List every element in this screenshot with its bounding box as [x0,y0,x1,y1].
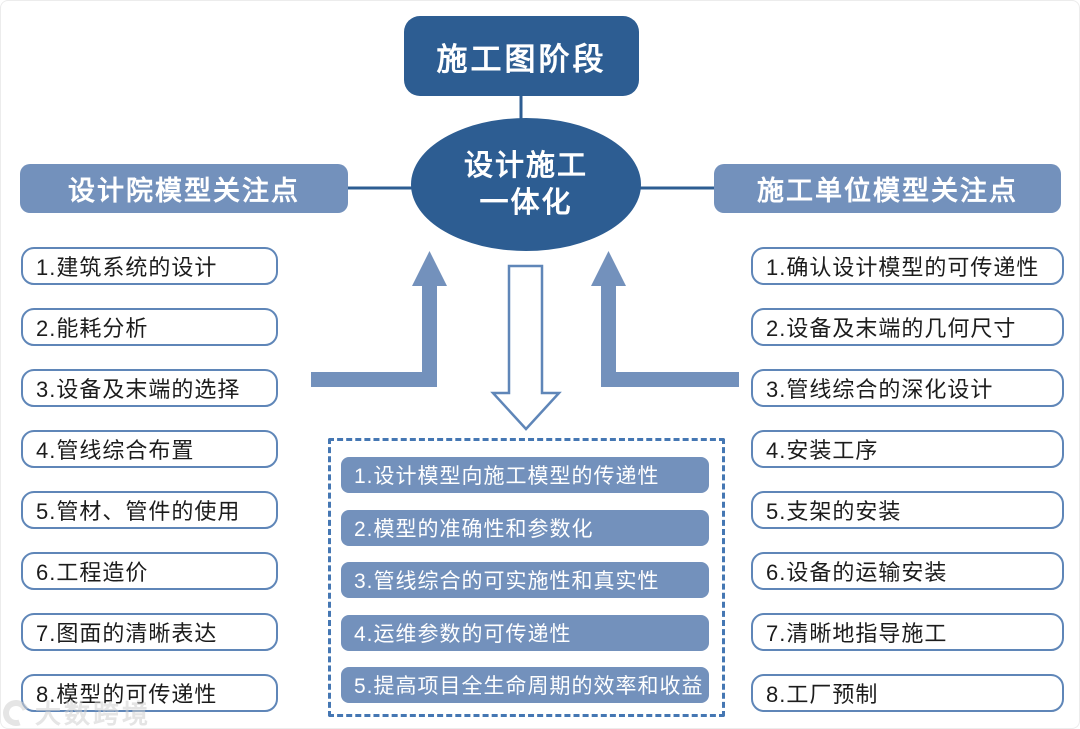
integration-hub-ellipse: 设计施工 一体化 [411,118,641,251]
list-item: 5.支架的安装 [751,491,1064,529]
list-item: 2.能耗分析 [21,308,278,346]
integration-point: 2.模型的准确性和参数化 [341,510,709,546]
list-item-label: 7.图面的清晰表达 [36,621,218,646]
list-item: 7.清晰地指导施工 [751,613,1064,651]
list-item: 1.建筑系统的设计 [21,247,278,285]
up-arrow-icon [591,251,739,387]
list-item: 7.图面的清晰表达 [21,613,278,651]
list-item-label: 8.模型的可传递性 [36,682,218,707]
integration-point-label: 1.设计模型向施工模型的传递性 [354,465,660,488]
list-item: 3.设备及末端的选择 [21,369,278,407]
up-arrow-icon [311,251,447,387]
integration-point: 5.提高项目全生命周期的效率和收益 [341,667,709,703]
right-panel-header-label: 施工单位模型关注点 [757,176,1018,206]
list-item-label: 6.工程造价 [36,560,149,585]
left-panel-header: 设计院模型关注点 [20,164,348,213]
stage-box: 施工图阶段 [404,16,639,96]
list-item-label: 2.能耗分析 [36,316,149,341]
list-item: 4.管线综合布置 [21,430,278,468]
integration-points-box [328,438,725,717]
hub-label-line2: 一体化 [479,186,573,219]
integration-point-label: 3.管线综合的可实施性和真实性 [354,570,660,593]
list-item-label: 2.设备及末端的几何尺寸 [766,316,1017,341]
list-item-label: 1.建筑系统的设计 [36,255,218,280]
list-item-label: 5.支架的安装 [766,499,902,524]
list-item: 2.设备及末端的几何尺寸 [751,308,1064,346]
integration-point-label: 2.模型的准确性和参数化 [354,518,594,541]
stage-label: 施工图阶段 [436,41,607,77]
integration-point-label: 4.运维参数的可传递性 [354,623,572,646]
list-item-label: 3.管线综合的深化设计 [766,377,994,402]
integration-point: 4.运维参数的可传递性 [341,615,709,651]
list-item-label: 4.安装工序 [766,438,879,463]
list-item-label: 3.设备及末端的选择 [36,377,241,402]
hub-label-line1: 设计施工 [463,149,588,182]
list-item: 3.管线综合的深化设计 [751,369,1064,407]
list-item: 6.设备的运输安装 [751,552,1064,590]
list-item: 5.管材、管件的使用 [21,491,278,529]
integration-point: 1.设计模型向施工模型的传递性 [341,457,709,493]
right-panel-header: 施工单位模型关注点 [714,164,1061,213]
list-item-label: 6.设备的运输安装 [766,560,948,585]
left-panel-header-label: 设计院模型关注点 [68,176,300,206]
list-item-label: 4.管线综合布置 [36,438,195,463]
list-item-label: 1.确认设计模型的可传递性 [766,255,1040,280]
list-item: 8.工厂预制 [751,674,1064,712]
list-item: 1.确认设计模型的可传递性 [751,247,1064,285]
list-item-label: 7.清晰地指导施工 [766,621,948,646]
integration-point-label: 5.提高项目全生命周期的效率和收益 [354,675,704,698]
list-item: 6.工程造价 [21,552,278,590]
list-item-label: 8.工厂预制 [766,682,879,707]
list-item: 8.模型的可传递性 [21,674,278,712]
down-arrow-icon [490,264,562,431]
list-item-label: 5.管材、管件的使用 [36,499,241,524]
integration-point: 3.管线综合的可实施性和真实性 [341,562,709,598]
list-item: 4.安装工序 [751,430,1064,468]
